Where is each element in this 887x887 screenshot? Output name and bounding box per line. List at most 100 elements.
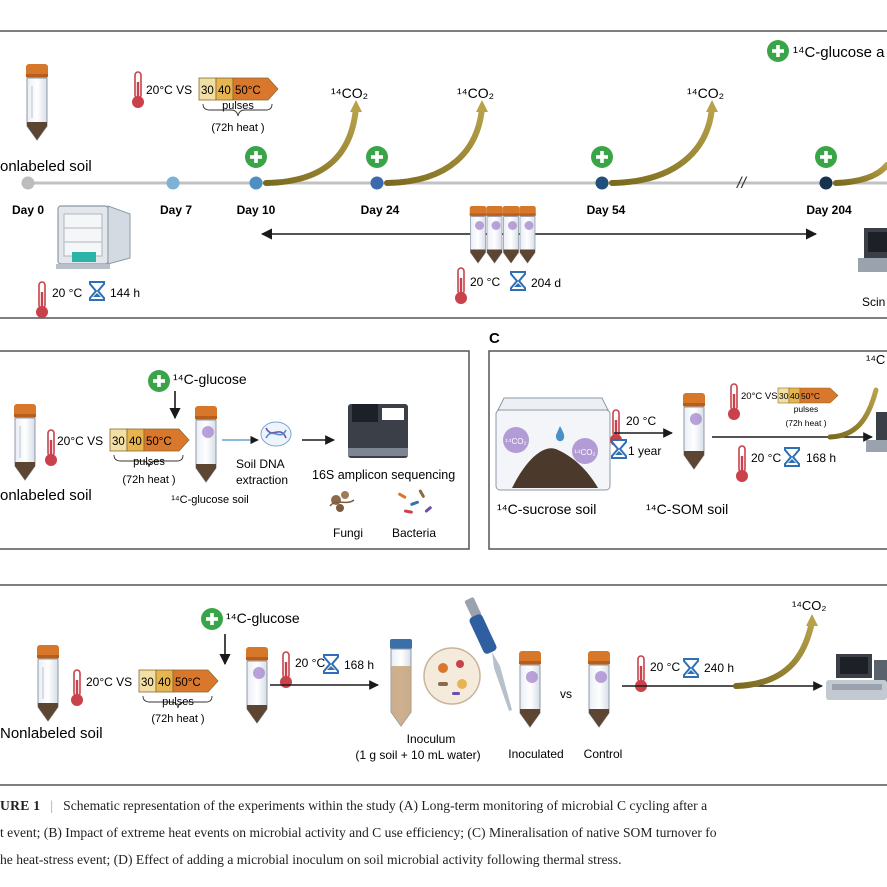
thermometer-icon [726,382,742,422]
day-204-label: Day 204 [806,203,852,217]
incubation-time-2: 240 h [704,661,734,675]
day-204-node [819,176,833,190]
soil-tube-icon [25,63,49,141]
hourglass-icon [784,447,800,467]
dna-label-1: Soil DNA [236,457,285,471]
incubation-temp-2: 20 °C [650,660,680,674]
panel-c: C ¹⁴C ¹⁴CO₂ ¹⁴CO₂ 20 °C 1 year ¹⁴C-sucro… [488,330,887,550]
thermometer-icon [43,428,59,468]
thermometer-icon [734,444,750,484]
pulse-bar: 30 40 50°C [777,387,839,404]
soil-tube-icon [13,403,37,481]
inoculum-detail: (1 g soil + 10 mL water) [355,748,480,762]
pulse-bar: 30 40 50°C [109,428,190,452]
temp-compare-label: 20°C VS [146,83,192,97]
scintillation-counter-icon [866,412,887,452]
heat-duration-label: (72h heat ) [785,418,826,428]
pulse-30: 30 [779,391,789,401]
day-24-node [370,176,384,190]
pulse-30: 30 [112,436,125,448]
co2-arrow-icon [827,387,879,440]
pulse-30: 30 [141,677,154,689]
figure-label: URE 1 [0,798,41,813]
nonlabeled-soil-label: Nonlabeled soil [0,725,103,742]
sequencer-icon [348,404,408,458]
glucose-label: ¹⁴C-glucose [226,610,300,626]
plus-icon [366,146,388,168]
heat-duration-label: (72h heat ) [122,474,175,486]
incubator-icon [56,205,131,269]
plus-icon [815,146,837,168]
caption-text-1: Schematic representation of the experime… [63,798,708,813]
co2-label: ¹⁴CO₂ [792,598,826,613]
pulse-bar: 30 40 50°C [138,669,219,693]
scintillation-counter-icon [858,228,887,272]
box-time: 1 year [628,444,661,458]
temp-compare-label: 20°C VS [57,434,103,448]
incubator-temp: 20 °C [52,286,82,300]
incubation-temp: 20 °C [470,275,500,289]
incubation-time-1: 168 h [344,658,374,672]
thermometer-icon [34,280,50,320]
dna-icon [260,421,292,447]
incubation-temp: 20 °C [751,451,781,465]
plus-icon [245,146,267,168]
thermometer-icon [278,650,294,690]
incubation-time: 168 h [806,451,836,465]
storage-box-icon: ¹⁴CO₂ ¹⁴CO₂ [495,397,611,491]
day-24-label: Day 24 [361,203,400,217]
scintillation-counter-icon [826,654,887,700]
pulse-50: 50°C [175,677,201,689]
caption-line-1: URE 1|Schematic representation of the ex… [0,792,887,819]
co2-arrow-icon [609,105,715,186]
pulse-40: 40 [218,85,231,97]
day-7-label: Day 7 [160,203,192,217]
inoculated-tube-icon [518,650,542,728]
co2-arrow-icon [384,105,485,186]
vs-label: vs [560,687,572,701]
plus-icon [591,146,613,168]
pulses-label: pulses [133,456,165,468]
nonlabeled-soil-label: onlabeled soil [0,487,92,504]
pulses-label: pulses [162,696,194,708]
hourglass-icon [611,439,627,459]
panel-a: ¹⁴C-glucose a onlabeled soil 20°C VS 30 … [0,30,887,320]
box-co2-right: ¹⁴CO₂ [574,448,595,457]
glucose-legend: ¹⁴C-glucose a [767,40,885,62]
box-co2-left: ¹⁴CO₂ [505,437,526,446]
glucose-soil-tube-icon [194,405,218,483]
panel-c-letter: C [489,330,500,347]
pulse-40: 40 [129,436,142,448]
day-54-label: Day 54 [587,203,626,217]
inoculum-label: Inoculum [407,732,456,746]
pipette-icon [464,597,512,711]
day-0-node [21,176,35,190]
day-10-node [249,176,263,190]
nonlabeled-soil-label: onlabeled soil [0,158,92,175]
pulse-bar: 30 40 50°C [198,77,279,101]
hourglass-icon [89,281,105,301]
heat-duration-label: (72h heat ) [211,122,264,134]
panel-d: Nonlabeled soil 20°C VS 30 40 50°C pulse… [0,584,887,786]
bacteria-icon [398,489,432,514]
thermometer-icon [130,70,146,110]
co2-label-1: ¹⁴CO₂ [331,85,368,101]
pulse-50: 50°C [235,85,261,97]
glucose-label: ¹⁴C-glucose [173,371,247,387]
pulse-30: 30 [201,85,214,97]
plus-icon [201,608,223,630]
heat-duration-label: (72h heat ) [151,713,204,725]
co2-arrow-icon [733,619,815,689]
hourglass-icon [323,654,339,674]
day-7-node [166,176,180,190]
glucose-soil-label: ¹⁴C-glucose soil [171,494,248,506]
som-soil-label: ¹⁴C-SOM soil [646,501,728,517]
incubator-time: 144 h [110,286,140,300]
co2-arrow-icon [833,162,887,186]
pulse-40: 40 [790,391,800,401]
incubation-temp-1: 20 °C [295,656,325,670]
caption-line-3: he heat-stress event; (D) Effect of addi… [0,852,622,867]
hourglass-icon [683,658,699,678]
fungi-label: Fungi [333,526,363,540]
